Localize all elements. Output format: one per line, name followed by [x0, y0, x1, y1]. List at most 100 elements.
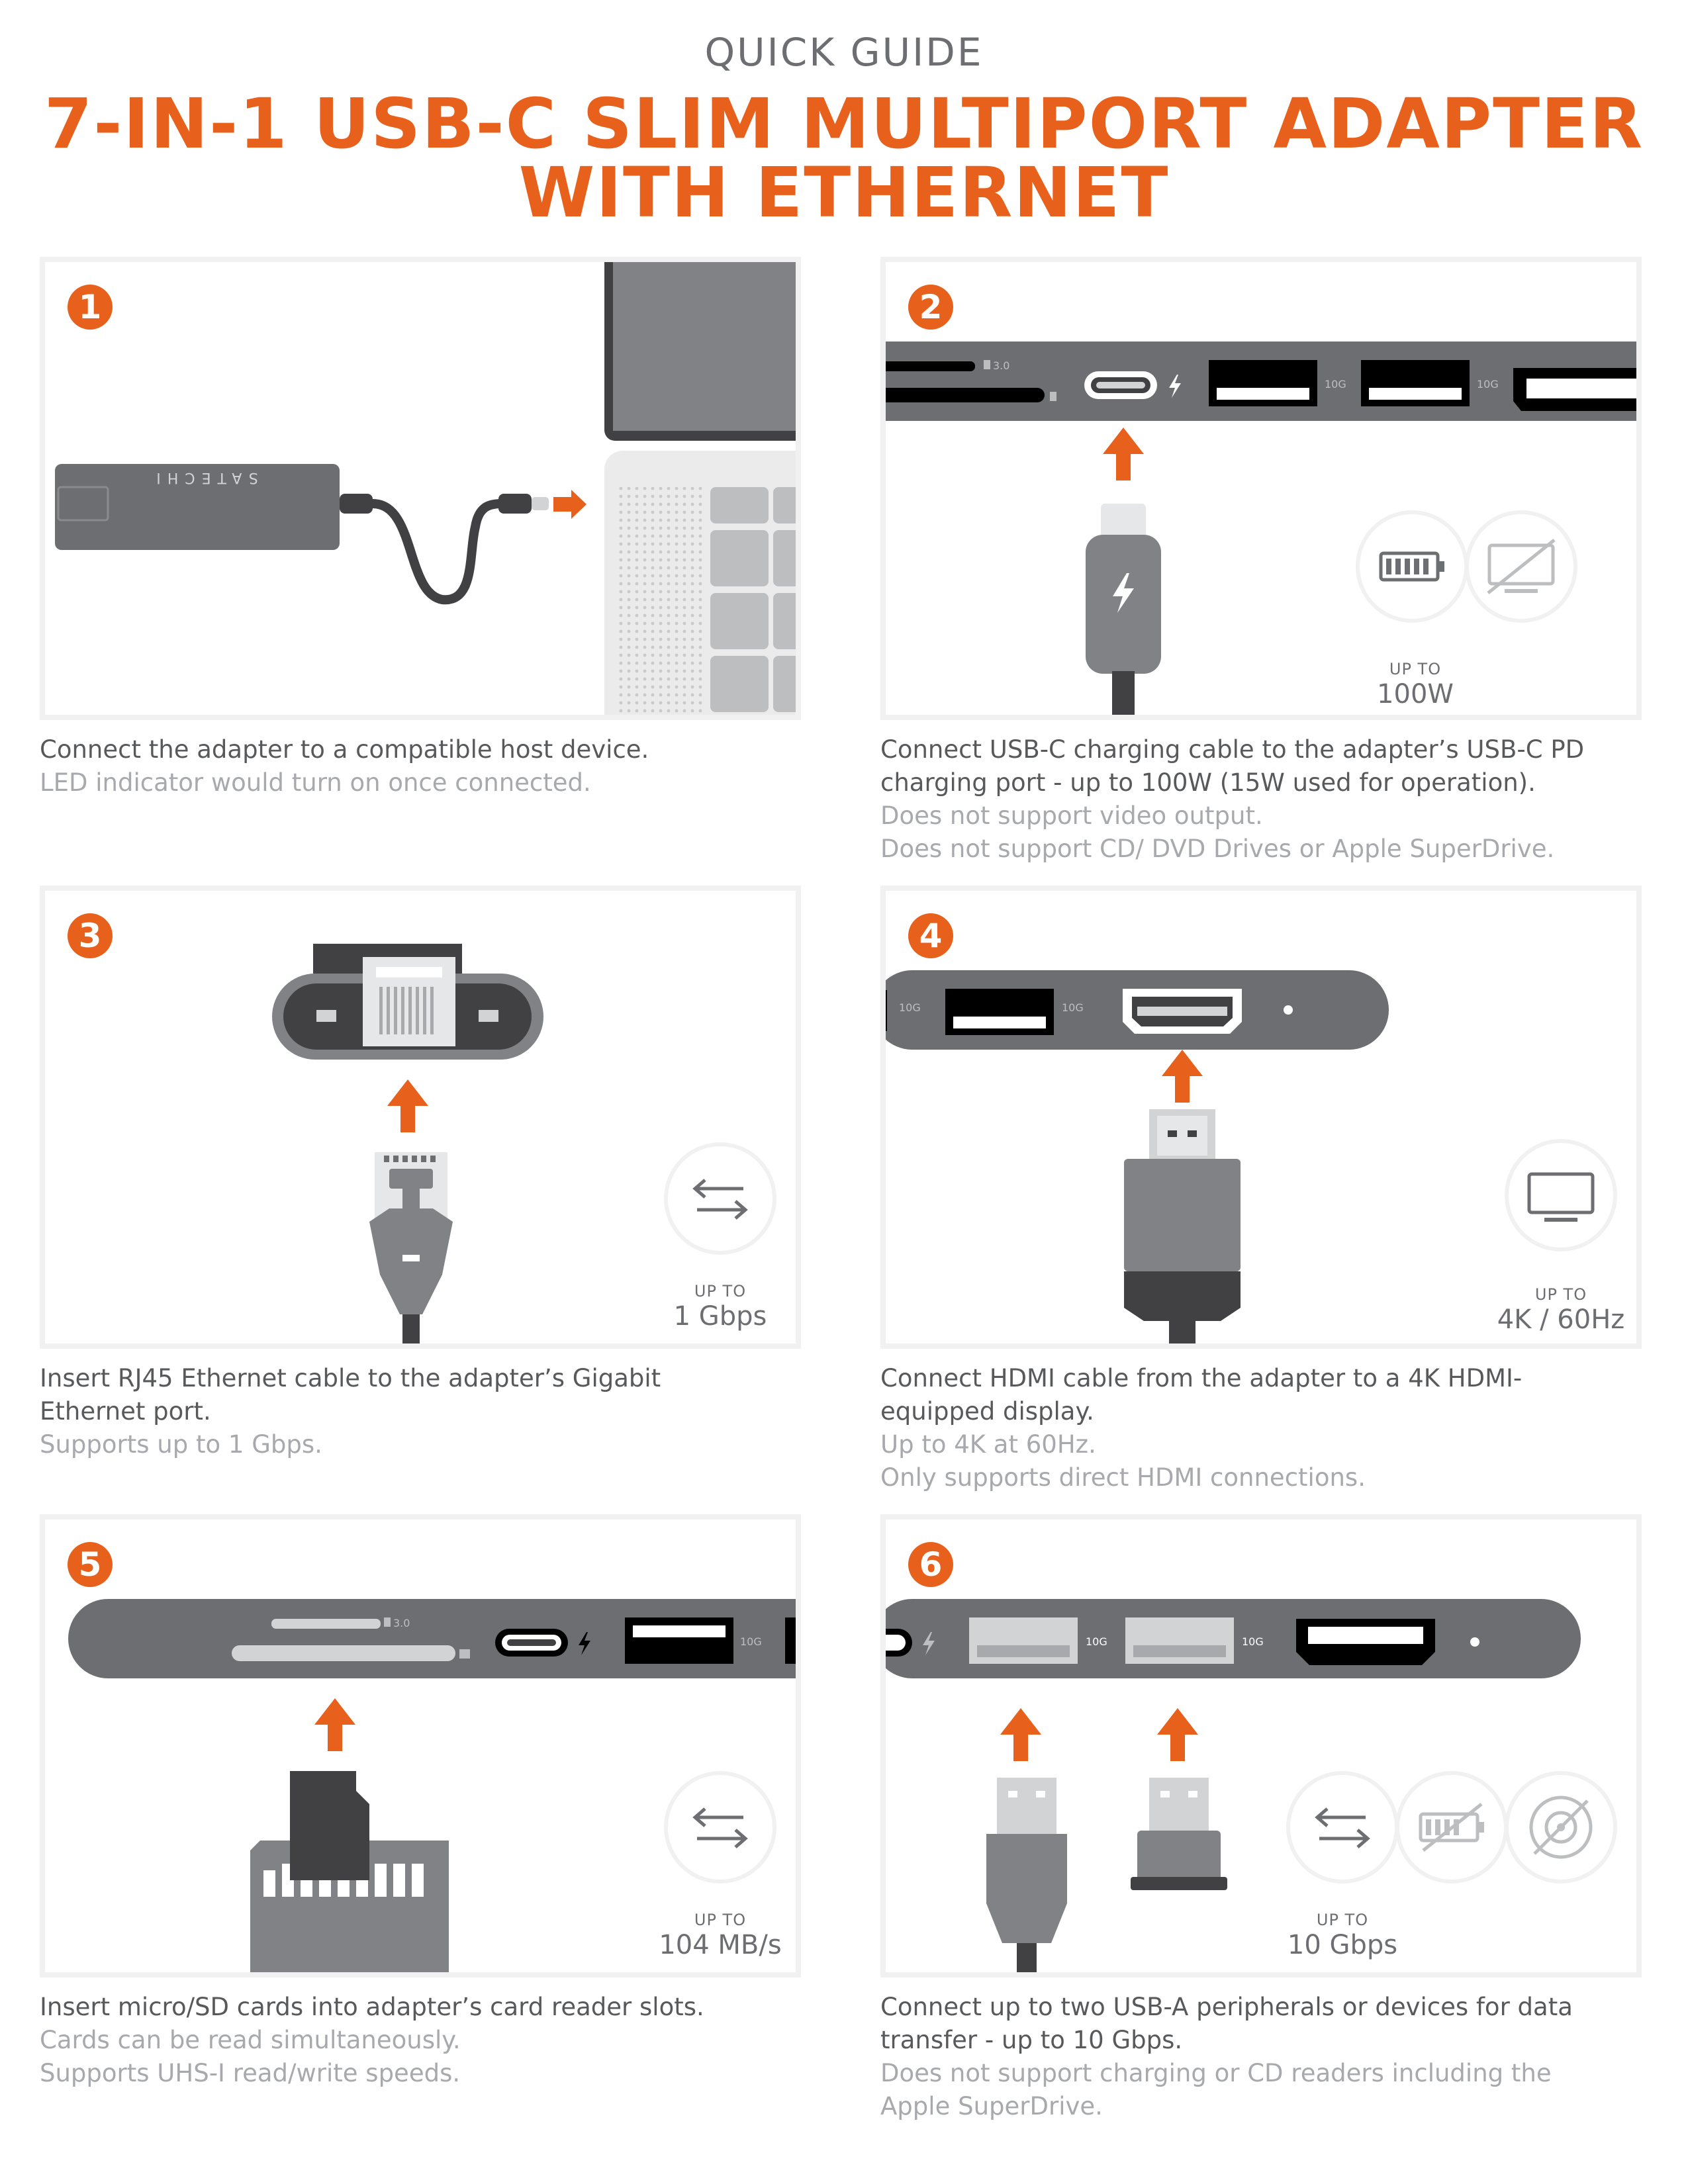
spec-upto-label: UP TO	[1389, 660, 1442, 678]
spec-value: 1 Gbps	[673, 1301, 767, 1332]
adapter-hdmi-end: 10G 10G	[886, 970, 1389, 1050]
step-2-caption-line: charging port - up to 100W (15W used for…	[880, 768, 1536, 797]
step-6-caption-line: transfer - up to 10 Gbps.	[880, 2026, 1183, 2054]
port-10g-label: 10G	[1325, 378, 1346, 390]
step-2-spec: UP TO 100W	[1362, 659, 1468, 709]
adapter-port-strip: 3.0 10G 10G	[886, 341, 1636, 421]
insert-arrow-icon	[1000, 1708, 1041, 1761]
usb3-label: 3.0	[993, 359, 1009, 372]
display-disabled-icon	[1465, 510, 1577, 623]
insert-arrow-icon	[314, 1698, 355, 1751]
usb-a-flash-drive	[1131, 1778, 1227, 1890]
step-3-panel: 3 UP TO 1 Gbps	[40, 886, 801, 1349]
step-4-caption-line: equipped display.	[880, 1397, 1094, 1426]
step-3-caption: Insert RJ45 Ethernet cable to the adapte…	[40, 1362, 801, 1461]
transfer-arrows-icon	[1286, 1771, 1399, 1884]
step-3-caption-line: Insert RJ45 Ethernet cable to the adapte…	[40, 1364, 661, 1392]
laptop-base	[604, 451, 796, 715]
spec-upto-label: UP TO	[694, 1911, 747, 1929]
battery-icon	[1356, 510, 1468, 623]
step-5-note-line: Cards can be read simultaneously.	[40, 2026, 461, 2054]
step-6-caption-line: Connect up to two USB-A peripherals or d…	[880, 1993, 1573, 2021]
adapter-card-reader-end: 3.0 10G	[68, 1599, 796, 1678]
display-icon	[1505, 1139, 1617, 1251]
step-6-caption: Connect up to two USB-A peripherals or d…	[880, 1991, 1642, 2123]
step-5-spec: UP TO 104 MB/s	[654, 1910, 786, 1960]
spec-value: 4K / 60Hz	[1497, 1304, 1625, 1335]
rj45-cable	[369, 1152, 453, 1343]
step-1-note-line: LED indicator would turn on once connect…	[40, 768, 591, 797]
step-2-caption-line: Connect USB-C charging cable to the adap…	[880, 735, 1585, 764]
step-1-illustration: SATECHI	[55, 262, 796, 715]
step-6-badge: 6	[908, 1542, 953, 1587]
step-3-caption-line: Ethernet port.	[40, 1397, 211, 1426]
step-1-caption-line: Connect the adapter to a compatible host…	[40, 735, 649, 764]
step-6-note-line: Apple SuperDrive.	[880, 2092, 1103, 2120]
title-line-1: 7-IN-1 USB-C SLIM MULTIPORT ADAPTER	[44, 83, 1644, 164]
port-10g-label: 10G	[1062, 1001, 1084, 1014]
step-4-note-line: Only supports direct HDMI connections.	[880, 1463, 1366, 1492]
port-10g-label: 10G	[740, 1635, 762, 1648]
step-6-spec: UP TO 10 Gbps	[1276, 1910, 1409, 1960]
step-2-panel: 3.0 10G 10G	[880, 257, 1642, 720]
lightning-bolt-icon	[1113, 573, 1134, 613]
transfer-arrows-icon	[664, 1142, 776, 1255]
step-4-badge: 4	[908, 913, 953, 958]
step-4-caption: Connect HDMI cable from the adapter to a…	[880, 1362, 1642, 1494]
spec-value: 104 MB/s	[659, 1930, 782, 1960]
micro-sd-card	[290, 1771, 369, 1880]
hdmi-cable	[1124, 1109, 1241, 1343]
disc-disabled-icon	[1505, 1771, 1617, 1884]
usb3-label: 3.0	[393, 1617, 410, 1629]
step-4-illustration: 10G 10G	[886, 970, 1617, 1343]
insert-arrow-icon	[387, 1079, 428, 1132]
step-6-note-line: Does not support charging or CD readers …	[880, 2059, 1552, 2087]
step-3-illustration	[272, 944, 776, 1343]
adapter-body: SATECHI	[55, 464, 340, 550]
insert-arrow-icon	[1157, 1708, 1198, 1761]
step-5-panel: 3.0 10G	[40, 1514, 801, 1978]
step-3-spec: UP TO 1 Gbps	[667, 1281, 773, 1332]
battery-disabled-icon	[1395, 1771, 1508, 1884]
spec-upto-label: UP TO	[694, 1282, 747, 1300]
step-4-panel: 10G 10G 4 UP TO 4K / 60Hz	[880, 886, 1642, 1349]
step-5-illustration: 3.0 10G	[68, 1599, 796, 1972]
insert-arrow-icon	[1103, 428, 1144, 480]
laptop-screen	[604, 262, 796, 441]
guide-subtitle: QUICK GUIDE	[704, 30, 984, 75]
adapter-usb-a-end: 10G 10G	[886, 1599, 1581, 1678]
port-10g-label: 10G	[1242, 1635, 1264, 1648]
usb-a-cable	[986, 1778, 1067, 1972]
step-4-spec: UP TO 4K / 60Hz	[1481, 1285, 1636, 1335]
ethernet-port-adapter-end	[272, 944, 543, 1060]
step-2-note-line: Does not support CD/ DVD Drives or Apple…	[880, 835, 1555, 863]
port-10g-label: 10G	[899, 1001, 921, 1014]
guide-title: 7-IN-1 USB-C SLIM MULTIPORT ADAPTER WITH…	[0, 89, 1688, 227]
transfer-arrows-icon	[664, 1771, 776, 1884]
step-4-note-line: Up to 4K at 60Hz.	[880, 1430, 1096, 1459]
step-6-panel: 10G 10G	[880, 1514, 1642, 1978]
step-2-caption: Connect USB-C charging cable to the adap…	[880, 733, 1642, 866]
usb-c-cable	[340, 494, 549, 605]
step-2-badge: 2	[908, 285, 953, 330]
usb-c-charging-cable	[1086, 504, 1161, 715]
step-6-illustration: 10G 10G	[886, 1599, 1617, 1972]
step-2-note-line: Does not support video output.	[880, 801, 1263, 830]
spec-value: 10 Gbps	[1287, 1930, 1398, 1960]
step-3-badge: 3	[68, 913, 113, 958]
adapter-brand-text: SATECHI	[150, 469, 258, 486]
title-line-2: WITH ETHERNET	[518, 152, 1170, 233]
step-5-caption: Insert micro/SD cards into adapter’s car…	[40, 1991, 801, 2090]
spec-upto-label: UP TO	[1534, 1285, 1587, 1304]
spec-upto-label: UP TO	[1316, 1911, 1369, 1929]
step-5-badge: 5	[68, 1542, 113, 1587]
step-5-note-line: Supports UHS-I read/write speeds.	[40, 2059, 461, 2087]
spec-value: 100W	[1377, 679, 1454, 709]
port-10g-label: 10G	[1477, 378, 1499, 390]
insert-arrow-icon	[1162, 1050, 1203, 1103]
step-5-caption-line: Insert micro/SD cards into adapter’s car…	[40, 1993, 704, 2021]
step-4-caption-line: Connect HDMI cable from the adapter to a…	[880, 1364, 1523, 1392]
step-3-note-line: Supports up to 1 Gbps.	[40, 1430, 322, 1459]
step-1-badge: 1	[68, 285, 113, 330]
insert-arrow-icon	[553, 490, 586, 519]
